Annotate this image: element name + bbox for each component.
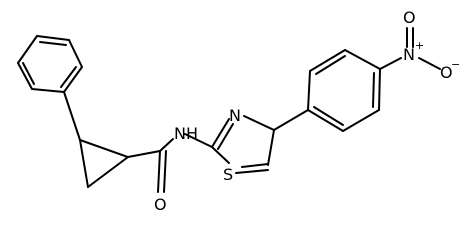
bond (63, 66, 83, 93)
bond (235, 169, 269, 174)
bond (163, 150, 167, 193)
bond (217, 123, 234, 150)
bond (17, 35, 38, 64)
bond (39, 41, 67, 46)
bond (344, 49, 381, 70)
bond (211, 118, 230, 148)
bond (157, 150, 161, 193)
bond (309, 49, 346, 72)
bond (31, 88, 65, 93)
bond (241, 163, 269, 168)
nitro-o-charge: − (451, 58, 460, 71)
nitro-o-right-label: O (440, 63, 453, 82)
bond (63, 91, 81, 141)
carbonyl-o-label: O (154, 195, 167, 214)
bond (36, 35, 70, 41)
bond (378, 68, 381, 111)
bond (315, 55, 346, 75)
thiazole-s-label: S (223, 165, 233, 184)
bond (60, 66, 77, 88)
cyclopropane-ring (79, 139, 129, 188)
thiazole-ring (211, 115, 275, 174)
amide-nh-label: NH (174, 124, 198, 143)
bond (127, 150, 161, 158)
thiazole-n-label: N (229, 106, 241, 125)
nitro-o-top-label: O (403, 8, 416, 27)
bond (243, 115, 275, 131)
bond (379, 57, 402, 70)
bond (313, 106, 344, 126)
molecule-canvas: NH N S O N + O O − (17, 8, 460, 214)
bond (79, 139, 89, 188)
nitro-n-charge: + (415, 39, 424, 52)
bond (17, 62, 33, 90)
bond (342, 109, 380, 132)
bond (273, 109, 309, 131)
bond (372, 72, 375, 108)
bond (307, 109, 344, 132)
nitro-n-label: N (403, 45, 415, 64)
bond (267, 129, 275, 166)
structure-diagram: NH N S O N + O O − (17, 8, 460, 214)
bond (211, 146, 230, 164)
phenyl-ring (17, 35, 83, 93)
bond (418, 57, 441, 70)
bond (184, 133, 213, 148)
bond (307, 70, 311, 111)
bond (87, 156, 129, 188)
bond (22, 62, 35, 85)
bond (68, 39, 83, 68)
nitrophenyl-ring (307, 49, 381, 132)
bond (79, 139, 129, 158)
bond (159, 138, 174, 152)
